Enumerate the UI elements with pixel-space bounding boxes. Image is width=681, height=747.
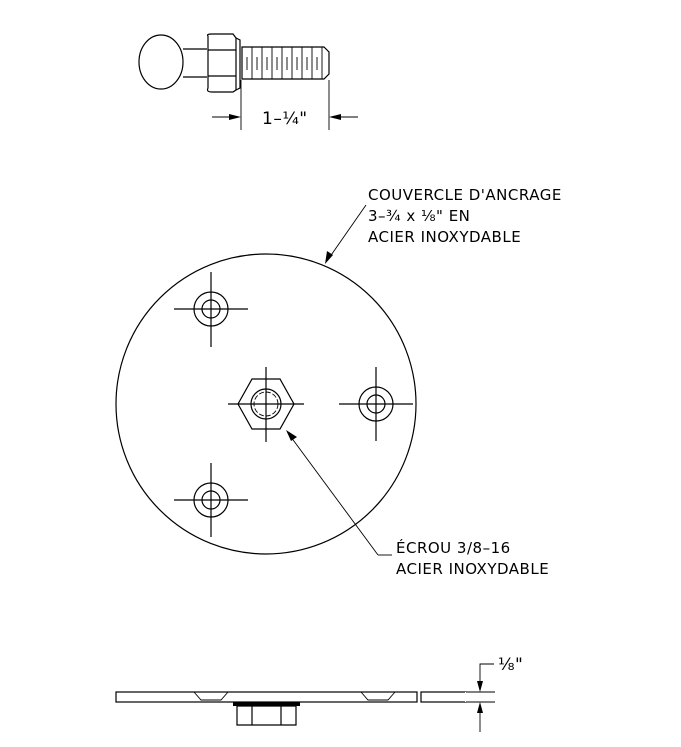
- bolt-side-view: [138, 33, 330, 93]
- cover-callout: COUVERCLE D'ANCRAGE 3–¾ x ⅛" EN ACIER IN…: [325, 186, 562, 264]
- nut-label-line2: ACIER INOXYDABLE: [396, 560, 549, 578]
- cover-plate-side-view: [115, 691, 467, 726]
- cover-plate-plan-view: [115, 253, 417, 555]
- mounting-hole: [174, 463, 248, 537]
- mounting-hole: [339, 367, 413, 441]
- nut-label-line1: ÉCROU 3/8–16: [396, 538, 511, 557]
- thickness-label: ⅛": [498, 655, 523, 675]
- bolt-length-dimension: 1–¼": [212, 80, 358, 130]
- mounting-hole: [174, 272, 248, 347]
- cover-label-line3: ACIER INOXYDABLE: [368, 228, 521, 246]
- bolt-length-label: 1–¼": [262, 109, 308, 129]
- thickness-dimension: ⅛": [466, 655, 523, 732]
- hex-nut: [228, 367, 304, 442]
- cover-label-line1: COUVERCLE D'ANCRAGE: [368, 186, 562, 204]
- nut-callout: ÉCROU 3/8–16 ACIER INOXYDABLE: [286, 430, 549, 578]
- cover-label-line2: 3–¾ x ⅛" EN: [368, 207, 470, 225]
